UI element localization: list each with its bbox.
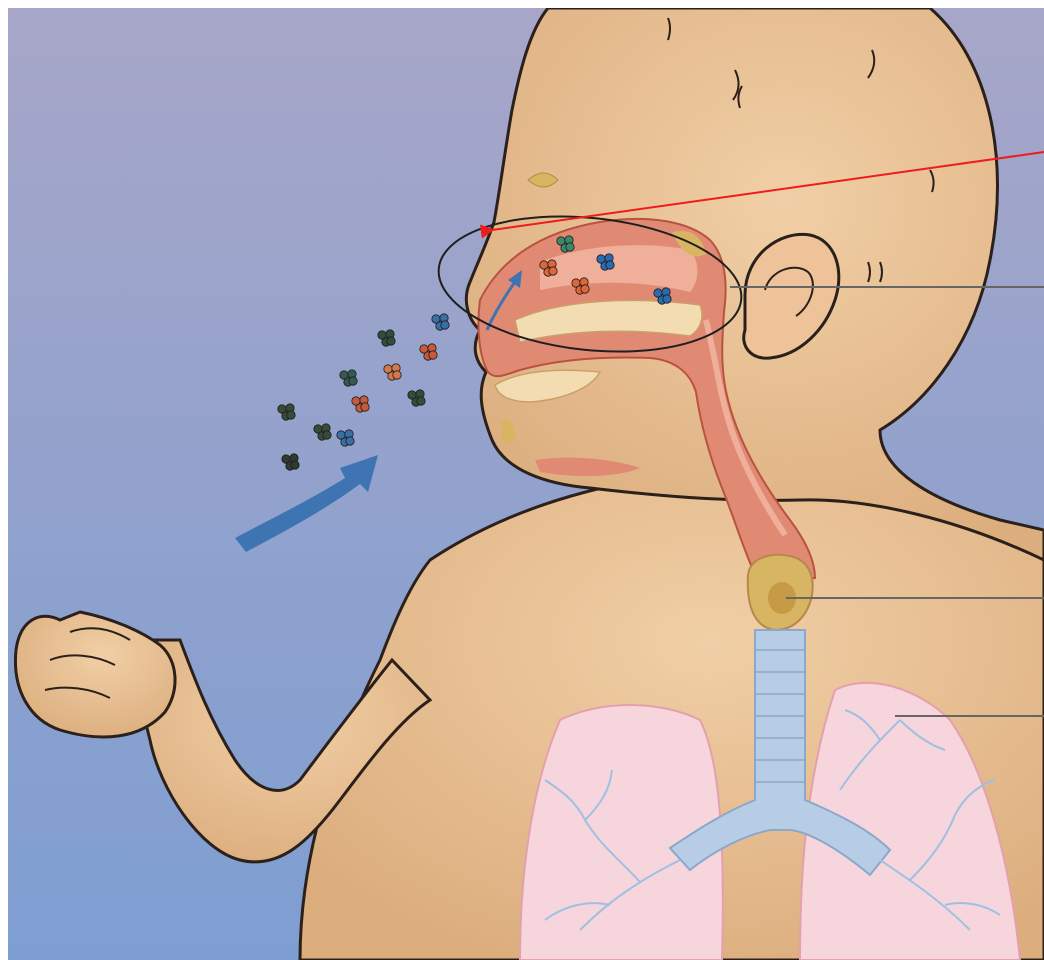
diagram-canvas xyxy=(0,0,1044,960)
infant-respiratory-illustration xyxy=(0,0,1044,960)
